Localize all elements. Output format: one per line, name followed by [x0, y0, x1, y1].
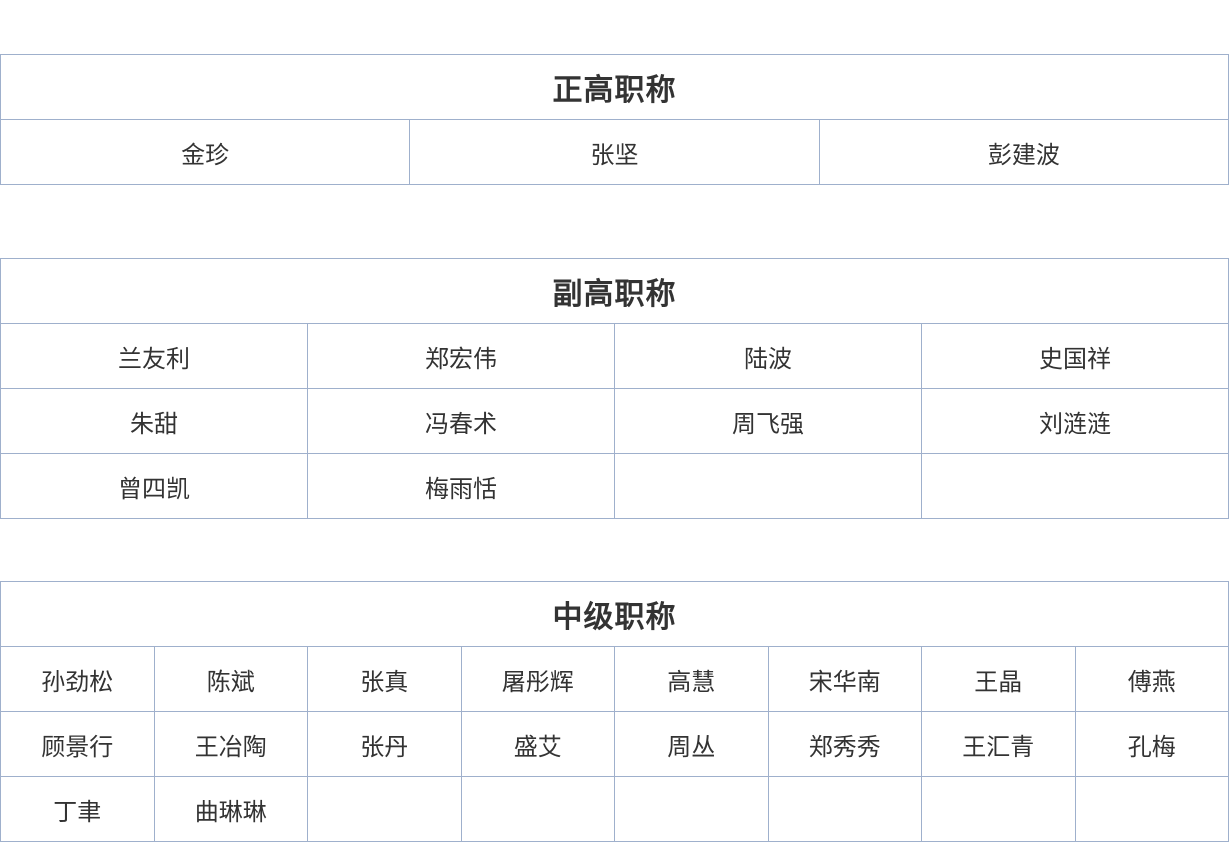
empty-cell [1074, 776, 1229, 842]
name-cell: 孔梅 [1074, 711, 1229, 777]
empty-cell [614, 776, 769, 842]
name-cell: 冯春术 [307, 388, 615, 454]
name-cell: 周丛 [614, 711, 769, 777]
name-cell: 梅雨恬 [307, 453, 615, 519]
section-heading: 正高职称 [0, 54, 1229, 120]
table-header-row: 正高职称 [0, 54, 1229, 120]
name-cell: 盛艾 [460, 711, 615, 777]
section-senior-title: 正高职称 金珍 张坚 彭建波 [0, 54, 1229, 185]
associate-senior-title-table: 副高职称 兰友利 郑宏伟 陆波 史国祥 朱甜 冯春术 周飞强 刘涟涟 曾四凯 梅… [0, 258, 1229, 519]
name-cell: 傅燕 [1074, 646, 1229, 712]
name-cell: 金珍 [0, 119, 411, 185]
table-header-row: 中级职称 [0, 581, 1229, 647]
name-cell: 王冶陶 [153, 711, 308, 777]
name-cell: 史国祥 [921, 323, 1229, 389]
name-cell: 张真 [307, 646, 462, 712]
table-row: 朱甜 冯春术 周飞强 刘涟涟 [0, 388, 1229, 454]
name-cell: 陈斌 [153, 646, 308, 712]
name-cell: 王晶 [921, 646, 1076, 712]
name-cell: 宋华南 [767, 646, 922, 712]
table-row: 兰友利 郑宏伟 陆波 史国祥 [0, 323, 1229, 389]
section-associate-senior-title: 副高职称 兰友利 郑宏伟 陆波 史国祥 朱甜 冯春术 周飞强 刘涟涟 曾四凯 梅… [0, 258, 1229, 519]
table-row: 顾景行 王冶陶 张丹 盛艾 周丛 郑秀秀 王汇青 孔梅 [0, 711, 1229, 777]
name-cell: 曾四凯 [0, 453, 308, 519]
name-cell: 张丹 [307, 711, 462, 777]
empty-cell [921, 453, 1229, 519]
empty-cell [460, 776, 615, 842]
name-cell: 郑宏伟 [307, 323, 615, 389]
section-intermediate-title: 中级职称 孙劲松 陈斌 张真 屠彤辉 高慧 宋华南 王晶 傅燕 顾景行 王冶陶 … [0, 581, 1229, 842]
table-row: 金珍 张坚 彭建波 [0, 119, 1229, 185]
empty-cell [614, 453, 922, 519]
name-cell: 彭建波 [818, 119, 1229, 185]
senior-title-table: 正高职称 金珍 张坚 彭建波 [0, 54, 1229, 185]
name-cell: 陆波 [614, 323, 922, 389]
section-heading: 副高职称 [0, 258, 1229, 324]
table-row: 曾四凯 梅雨恬 [0, 453, 1229, 519]
empty-cell [921, 776, 1076, 842]
empty-cell [767, 776, 922, 842]
name-cell: 兰友利 [0, 323, 308, 389]
name-cell: 刘涟涟 [921, 388, 1229, 454]
name-cell: 张坚 [409, 119, 820, 185]
name-cell: 曲琳琳 [153, 776, 308, 842]
name-cell: 郑秀秀 [767, 711, 922, 777]
empty-cell [307, 776, 462, 842]
name-cell: 孙劲松 [0, 646, 155, 712]
section-heading: 中级职称 [0, 581, 1229, 647]
name-cell: 屠彤辉 [460, 646, 615, 712]
name-cell: 周飞强 [614, 388, 922, 454]
name-cell: 高慧 [614, 646, 769, 712]
intermediate-title-table: 中级职称 孙劲松 陈斌 张真 屠彤辉 高慧 宋华南 王晶 傅燕 顾景行 王冶陶 … [0, 581, 1229, 842]
name-cell: 顾景行 [0, 711, 155, 777]
name-cell: 朱甜 [0, 388, 308, 454]
table-row: 丁聿 曲琳琳 [0, 776, 1229, 842]
name-cell: 王汇青 [921, 711, 1076, 777]
table-header-row: 副高职称 [0, 258, 1229, 324]
name-cell: 丁聿 [0, 776, 155, 842]
table-row: 孙劲松 陈斌 张真 屠彤辉 高慧 宋华南 王晶 傅燕 [0, 646, 1229, 712]
